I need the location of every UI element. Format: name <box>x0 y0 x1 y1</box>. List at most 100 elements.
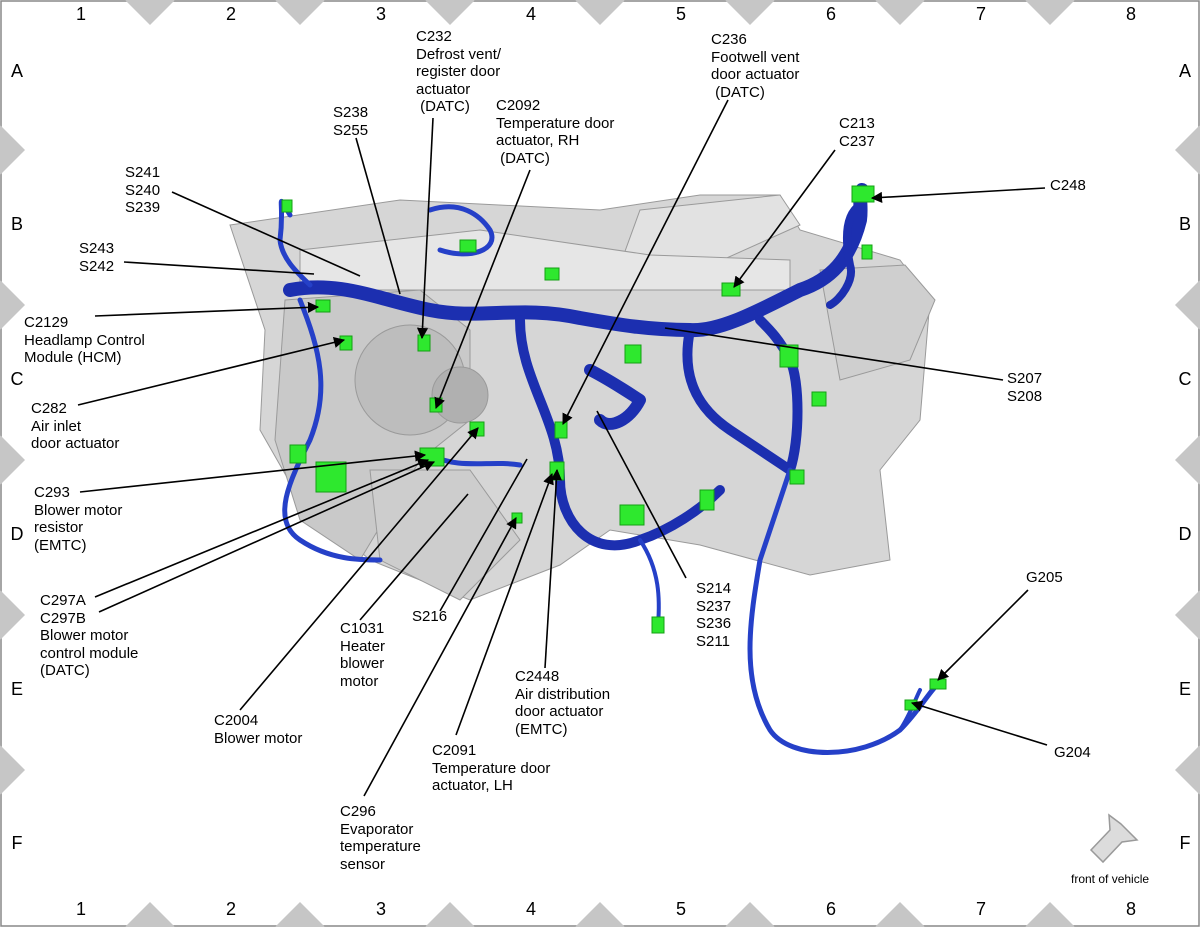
connector-c248 <box>851 185 875 203</box>
leader-c2129 <box>94 301 320 317</box>
grid-row-right-c: C <box>1178 369 1192 389</box>
upper-loops <box>427 204 495 257</box>
grid-marker <box>1175 435 1200 485</box>
connector-right-mid <box>811 391 827 407</box>
grid-col-top-8: 8 <box>1125 4 1136 24</box>
left-drop <box>282 297 383 563</box>
connector-right-low <box>789 469 805 485</box>
grid-col-bottom-6: 6 <box>825 899 836 919</box>
leader-g204 <box>910 700 1048 746</box>
grid-row-left-f: F <box>11 833 23 853</box>
leader-c2091 <box>455 472 554 736</box>
label-g205: G205 <box>1026 569 1063 586</box>
grid-col-top-2: 2 <box>225 4 236 24</box>
label-g204: G204 <box>1054 744 1091 761</box>
connector-g205 <box>929 678 947 690</box>
grid-row-right-e: E <box>1178 679 1191 699</box>
grid-marker <box>0 745 25 795</box>
connector-c236 <box>554 421 568 439</box>
grid-marker <box>0 280 25 330</box>
grid-marker <box>0 590 25 640</box>
leader-c2448 <box>544 468 562 669</box>
connector-mid <box>624 344 642 364</box>
mid-loop <box>584 364 646 430</box>
main-trunk <box>283 183 869 338</box>
center-branch <box>515 315 725 551</box>
leader-g205 <box>937 589 1029 681</box>
leader-s214 <box>596 410 687 579</box>
grid-col-top-5: 5 <box>675 4 686 24</box>
grid-row-right-d: D <box>1178 524 1192 544</box>
leader-s216 <box>439 458 528 612</box>
label-c248: C248 <box>1050 177 1086 194</box>
grid-marker <box>1025 902 1075 927</box>
connector-top-left <box>281 199 293 213</box>
grid-row-right-b: B <box>1178 214 1191 234</box>
grid-col-bottom-7: 7 <box>975 899 986 919</box>
right-bracket <box>819 264 936 381</box>
connector-mid-right-2 <box>779 344 799 368</box>
leader-s243 <box>123 261 315 275</box>
connector-c282 <box>339 335 353 351</box>
connector-blower-module <box>315 461 347 493</box>
grid-col-top-1: 1 <box>75 4 86 24</box>
leader-c297a <box>94 458 430 598</box>
connector-top <box>459 239 477 253</box>
grid-row-left-d: D <box>10 524 24 544</box>
grid-col-bottom-8: 8 <box>1125 899 1136 919</box>
leader-s238 <box>355 137 401 295</box>
connector-right-top <box>861 244 873 260</box>
lower-thin-branch <box>638 538 661 627</box>
connector-g204 <box>904 699 918 711</box>
connector-left <box>289 444 307 464</box>
leader-c2004 <box>239 427 479 711</box>
grid-marker <box>725 902 775 927</box>
leader-s207 <box>664 327 1004 381</box>
grid-marker <box>1175 125 1200 175</box>
grid-marker <box>875 0 925 25</box>
connector-c213 <box>721 282 741 297</box>
leader-c296 <box>363 517 517 797</box>
front-of-vehicle-label: front of vehicle <box>1071 872 1150 886</box>
grid-marker <box>1025 0 1075 25</box>
grid-col-bottom-1: 1 <box>75 899 86 919</box>
grid-col-top-7: 7 <box>975 4 986 24</box>
leader-c1031 <box>359 493 469 621</box>
grid-marker <box>725 0 775 25</box>
leader-c2092 <box>434 169 531 410</box>
connector-lower <box>651 616 665 634</box>
grid-marker <box>575 0 625 25</box>
leader-c213 <box>733 149 836 288</box>
grid-row-left-a: A <box>10 61 23 81</box>
grid-row-right-f: F <box>1179 833 1191 853</box>
grid-marker <box>275 902 325 927</box>
grid-marker <box>125 902 175 927</box>
leader-c232 <box>416 117 434 340</box>
grid-row-left-c: C <box>10 369 24 389</box>
connector-mid-right <box>699 489 715 511</box>
grid-row-left-b: B <box>10 214 23 234</box>
grid-col-top-4: 4 <box>525 4 536 24</box>
connector-c2129 <box>315 299 331 313</box>
right-lead <box>826 201 864 309</box>
grid-col-bottom-3: 3 <box>375 899 386 919</box>
label-s216: S216 <box>412 608 448 625</box>
leader-lines <box>77 99 1048 797</box>
leader-c282 <box>77 336 346 406</box>
